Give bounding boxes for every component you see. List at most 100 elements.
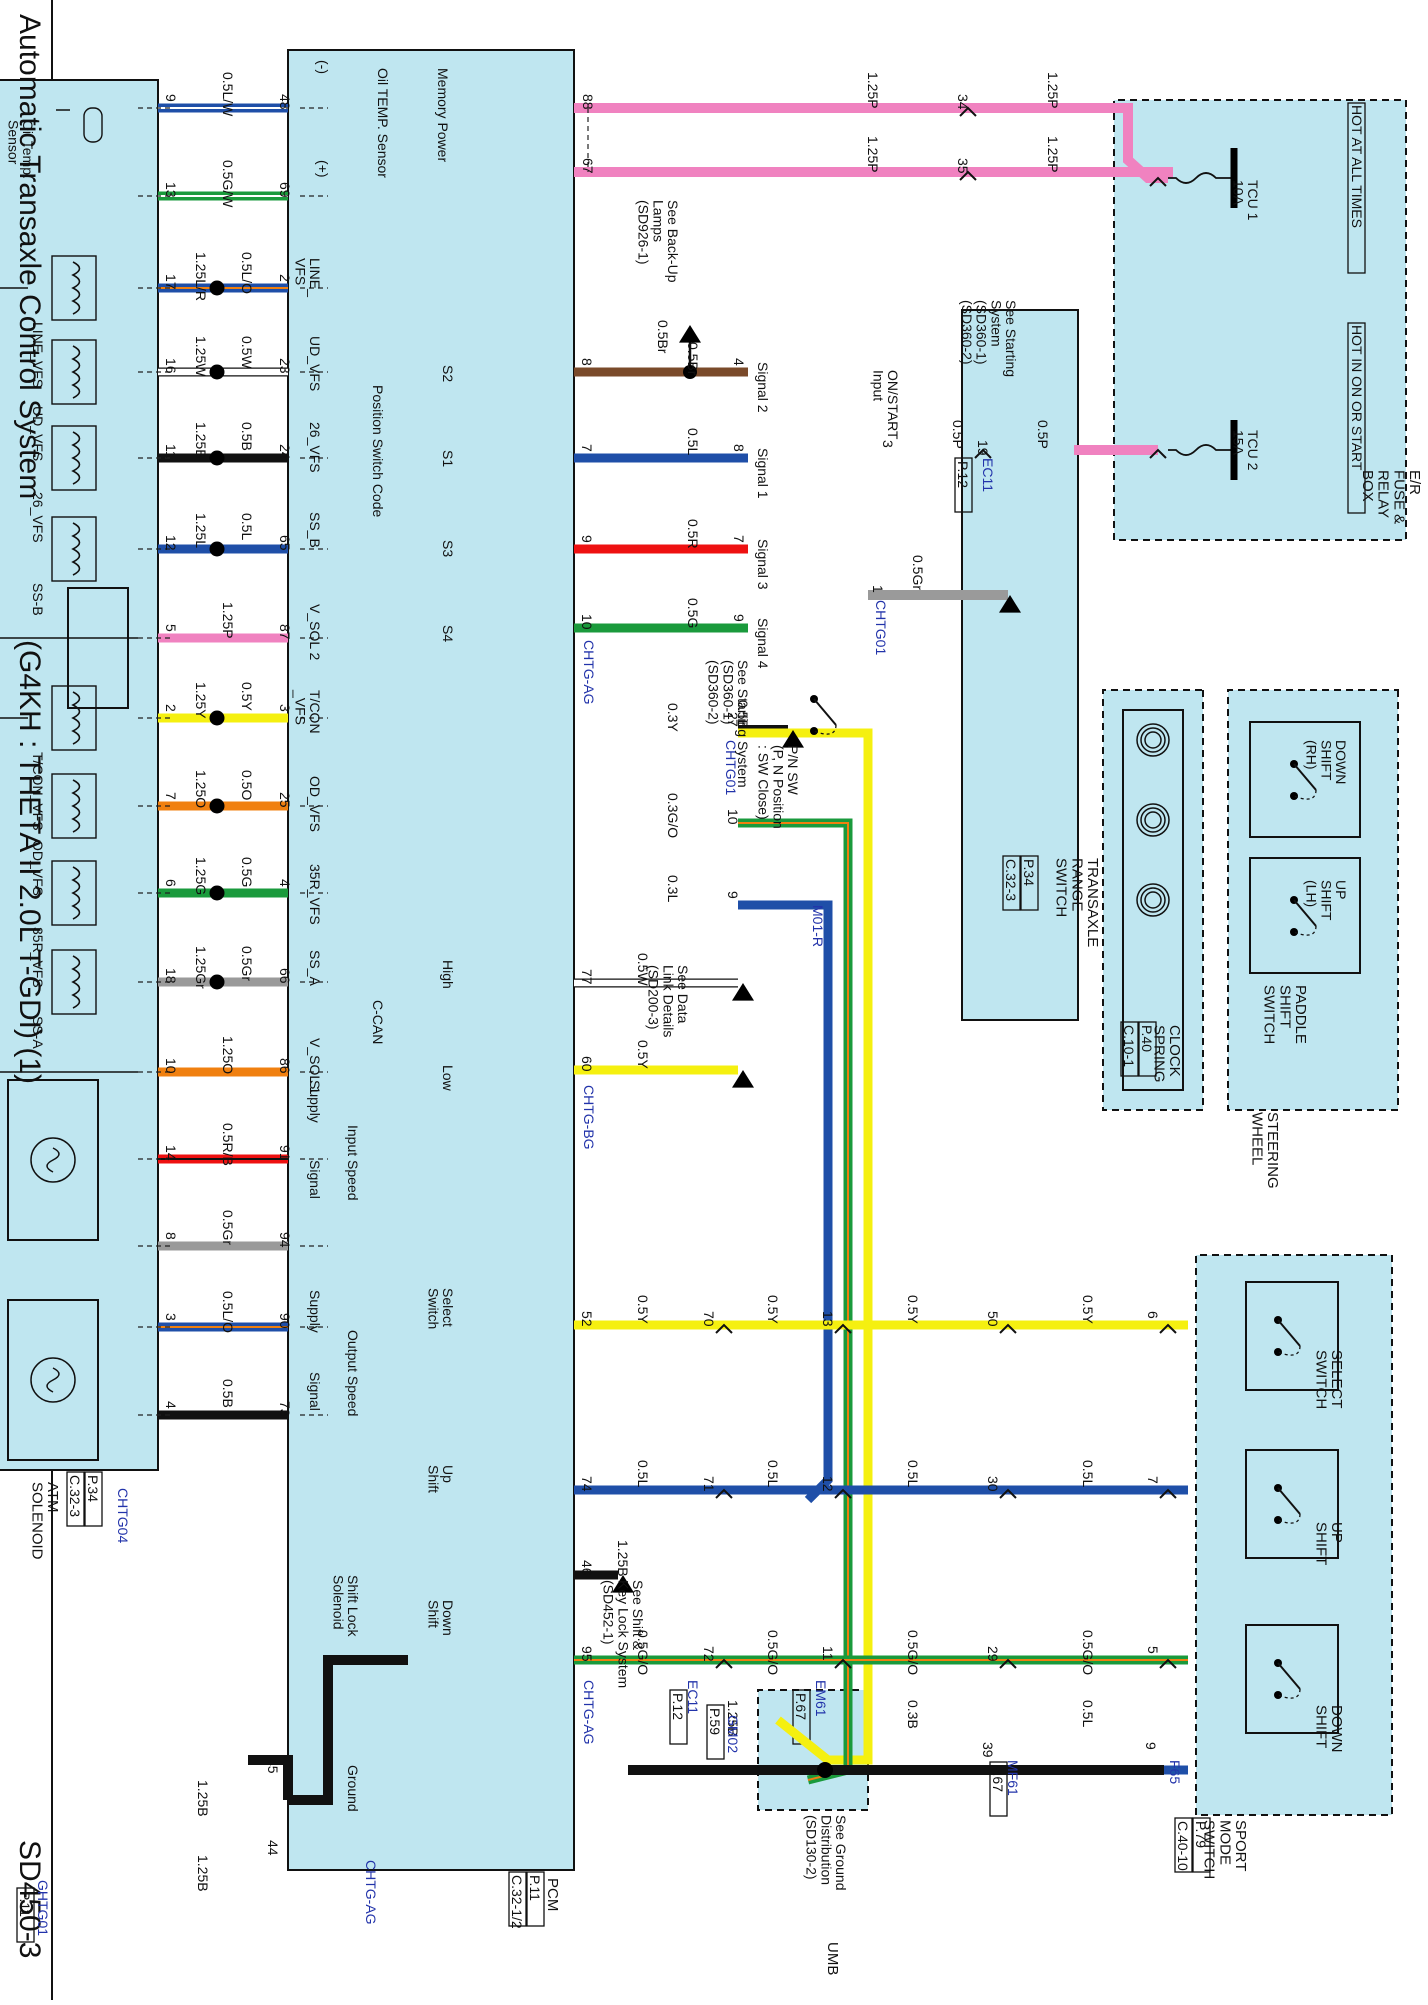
trs-signal-label: Signal 3 [755, 539, 771, 590]
sport-ground-size: 0.5L [1080, 1700, 1096, 1727]
pcm-power-pin: 88 [580, 94, 596, 110]
pn-sw-size: 0.5B [735, 700, 751, 729]
em61-ref: P.67 [793, 1693, 809, 1720]
hot-at-all-times: HOT AT ALL TIMES [1349, 105, 1365, 228]
solenoid-label: 26_VFS [30, 492, 46, 543]
down-shift-rh-switch-blade [1293, 763, 1317, 791]
ghtg01-ref: P.11 [17, 1891, 33, 1917]
sport-mode-title: SPORTMODESWITCH [1201, 1820, 1250, 1879]
trs-ref-frame [1020, 855, 1039, 911]
pcm-pin: 48 [277, 94, 293, 110]
up-shift-label: UPSHIFT [1312, 1522, 1345, 1565]
chtg-ag-trs: CHTG-AG [581, 640, 597, 705]
clock-spring-pin: 9 [725, 891, 741, 899]
pcm-ref: P.11 [527, 1875, 543, 1901]
wire-size-atm: 0.5W [239, 336, 255, 369]
sport-pin: 13 [820, 1311, 836, 1327]
pcm-ground [288, 1655, 408, 1805]
splice-point [209, 710, 225, 726]
sport-size: 0.5Y [635, 1295, 651, 1324]
pn-sw-arrow [782, 730, 804, 748]
sport-pin: 50 [985, 1311, 1001, 1327]
trs-ref: C.32-3 [1003, 859, 1019, 901]
atm-pin: 4 [163, 1401, 179, 1409]
clock-spring-coil [1136, 803, 1170, 837]
sport-size: 0.5Y [1080, 1295, 1096, 1324]
wire-size: 0.5Gr [220, 1210, 236, 1245]
fuse-terminal [1149, 176, 1167, 187]
power-size-right: 1.25P [1045, 136, 1061, 173]
chtg01-label: CHTG01 [873, 600, 889, 655]
power-wire [574, 167, 1173, 178]
hot-in-on-or-start: HOT IN ON OR START [1349, 325, 1365, 471]
c-can-label: C-CAN [370, 1000, 386, 1044]
pcm-ref-frame [508, 1871, 527, 1927]
starting-arrow [999, 595, 1021, 613]
pcm-title: PCM [544, 1878, 561, 1911]
can-pin: 77 [579, 969, 595, 985]
wire-size-pcm: 1.25L/R [193, 252, 209, 301]
sport-pin: 72 [701, 1646, 717, 1662]
wire-size: 0.5B [220, 1379, 236, 1408]
clock-spring-frame [1122, 709, 1184, 1091]
sport-size: 0.5Y [765, 1295, 781, 1324]
oil-temp-sensor-label: Oil Temp.Sensor [5, 120, 36, 179]
down-shift-rh-label: DOWNSHIFT(RH) [1304, 740, 1349, 784]
clock-ref-frame [1138, 1021, 1157, 1077]
input-speed-label: Input Speed [345, 1125, 361, 1201]
trs-pcm-pin: 8 [579, 358, 595, 366]
fuse-tcu2: TCU 215A [1230, 430, 1261, 471]
chtg04-connector: CHTG04 [115, 1488, 131, 1543]
atm-pin: 3 [163, 1313, 179, 1321]
position-s-label: S1 [440, 450, 456, 467]
trs-pin1: 1 [870, 585, 886, 593]
ec11-sport: EC11 [685, 1680, 701, 1714]
speed-sensor-wave [46, 1147, 60, 1173]
wire-size-pcm: 1.25Gr [193, 946, 209, 989]
inline-pin: 35 [955, 158, 971, 174]
pcm-vfs-label: 35R_VFS [307, 864, 323, 925]
solenoid-coil [71, 866, 81, 920]
sport-pin: 29 [985, 1646, 1001, 1662]
fuse-symbol [1168, 172, 1231, 184]
inline-19: 19 [975, 440, 991, 456]
splice-point [209, 798, 225, 814]
solenoid-coil [71, 345, 81, 399]
up-shift-lh-switch-contact [1290, 928, 1298, 936]
sport-pin: 95 [579, 1646, 595, 1662]
solenoid-frame [51, 773, 97, 839]
input-signal-label: Signal [307, 1160, 323, 1199]
output-supply-label: Supply [307, 1290, 323, 1333]
shift-lock-pin: 46 [579, 1560, 595, 1576]
f65-label: F65 [1167, 1760, 1183, 1784]
atm-pin: 5 [163, 624, 179, 632]
fuse-symbol [1168, 444, 1231, 456]
sport-pin: 7 [1145, 1476, 1161, 1484]
pn-switch-contact [810, 727, 818, 735]
trs-ref: P.34 [1021, 859, 1037, 886]
clock-spring-pin: 10 [725, 809, 741, 825]
down-shift-switch-contact [1274, 1691, 1282, 1699]
solenoid-label: SS-B [30, 583, 46, 616]
solenoid-frame [51, 860, 97, 926]
pcm-vfs-label: V_SOL 2 [307, 604, 323, 661]
down-shift-rh-switch-arc [1293, 789, 1317, 800]
speed-sensor-wave [46, 1367, 60, 1393]
umb-splice [817, 1762, 833, 1778]
wire-size: 0.5R/B [220, 1123, 236, 1166]
position-s-label: S3 [440, 540, 456, 557]
select-switch-label: SELECTSWITCH [1312, 1350, 1345, 1409]
solenoid-label: LINE_VFS [30, 322, 46, 388]
ground-size-45: 1.25B [195, 1780, 211, 1817]
atm-ref: C.32-3 [67, 1475, 83, 1517]
up-shift-switch-arc [1277, 1513, 1301, 1524]
ec11-ref: P.12 [955, 461, 971, 488]
wire-size-atm: 0.5B [239, 422, 255, 451]
sport-size: 0.5L [635, 1460, 651, 1487]
trs-switch-pin: 8 [731, 444, 747, 452]
solenoid-coil [71, 955, 81, 1009]
solenoid-label: 35R_VFS [30, 927, 46, 988]
pcm-vfs-label: T/CON_VFS [292, 689, 323, 734]
clock-spring-coil [1140, 807, 1166, 833]
